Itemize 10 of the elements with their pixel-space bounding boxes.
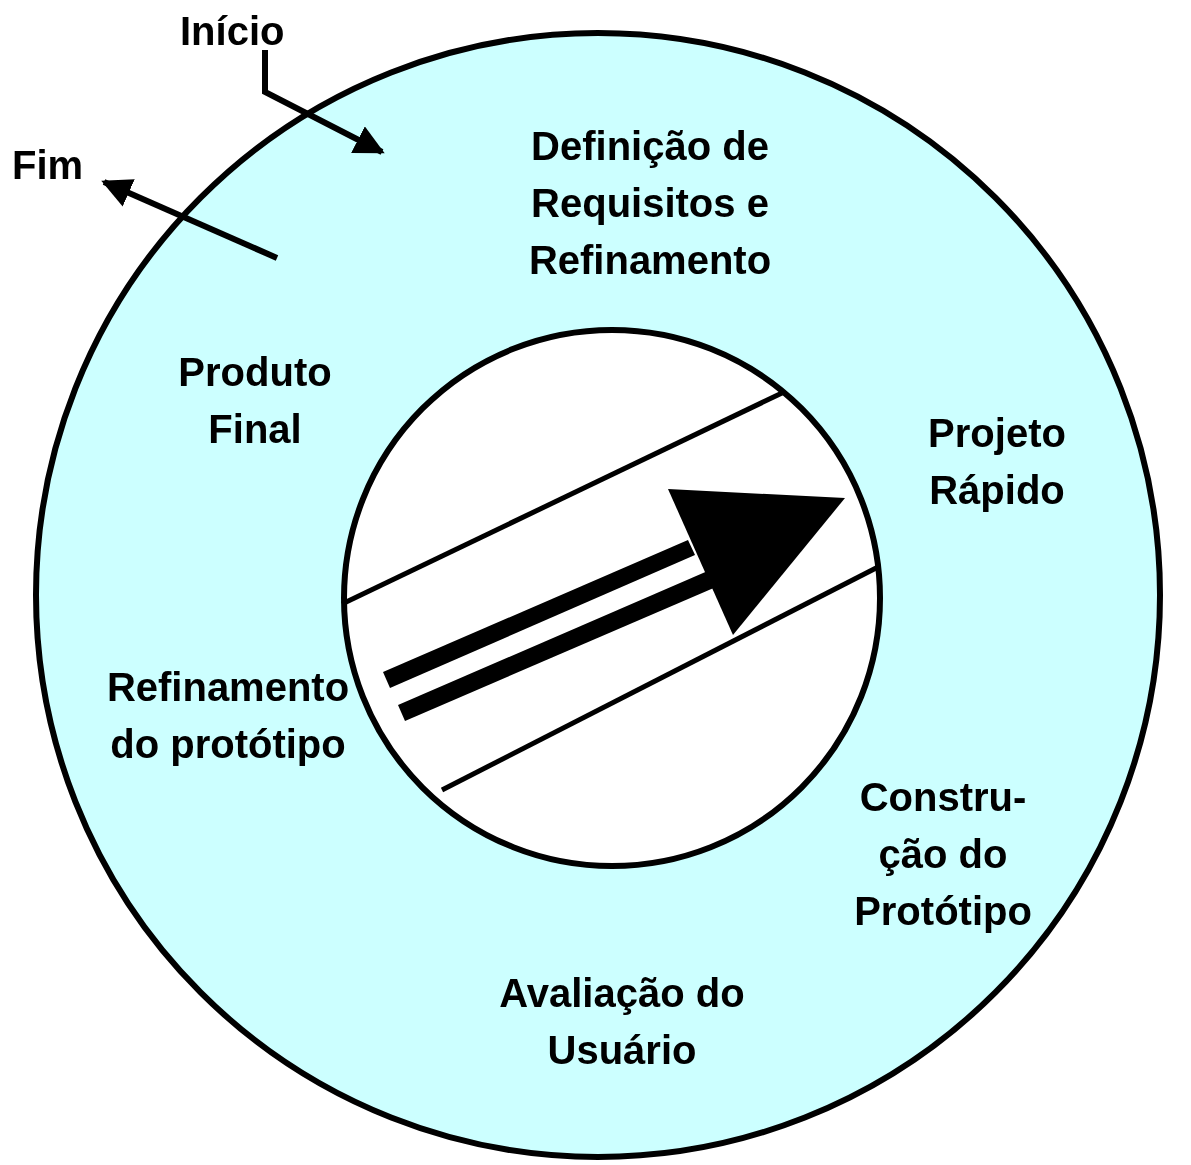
endpoint-label: Fim xyxy=(12,137,84,194)
arrow xyxy=(262,50,385,155)
stage-label: Refinamento do protótipo xyxy=(105,664,351,768)
stage-label: Projeto Rápido xyxy=(927,410,1067,514)
endpoint-label: Início xyxy=(180,3,285,60)
stage-label: Avaliação do Usuário xyxy=(498,970,746,1074)
stage-label: Produto Final xyxy=(177,349,333,453)
arrow xyxy=(101,179,279,261)
stage-label: Constru- ção do Protótipo xyxy=(853,774,1033,935)
stage-label: Definição de Requisitos e Refinamento xyxy=(527,123,773,284)
